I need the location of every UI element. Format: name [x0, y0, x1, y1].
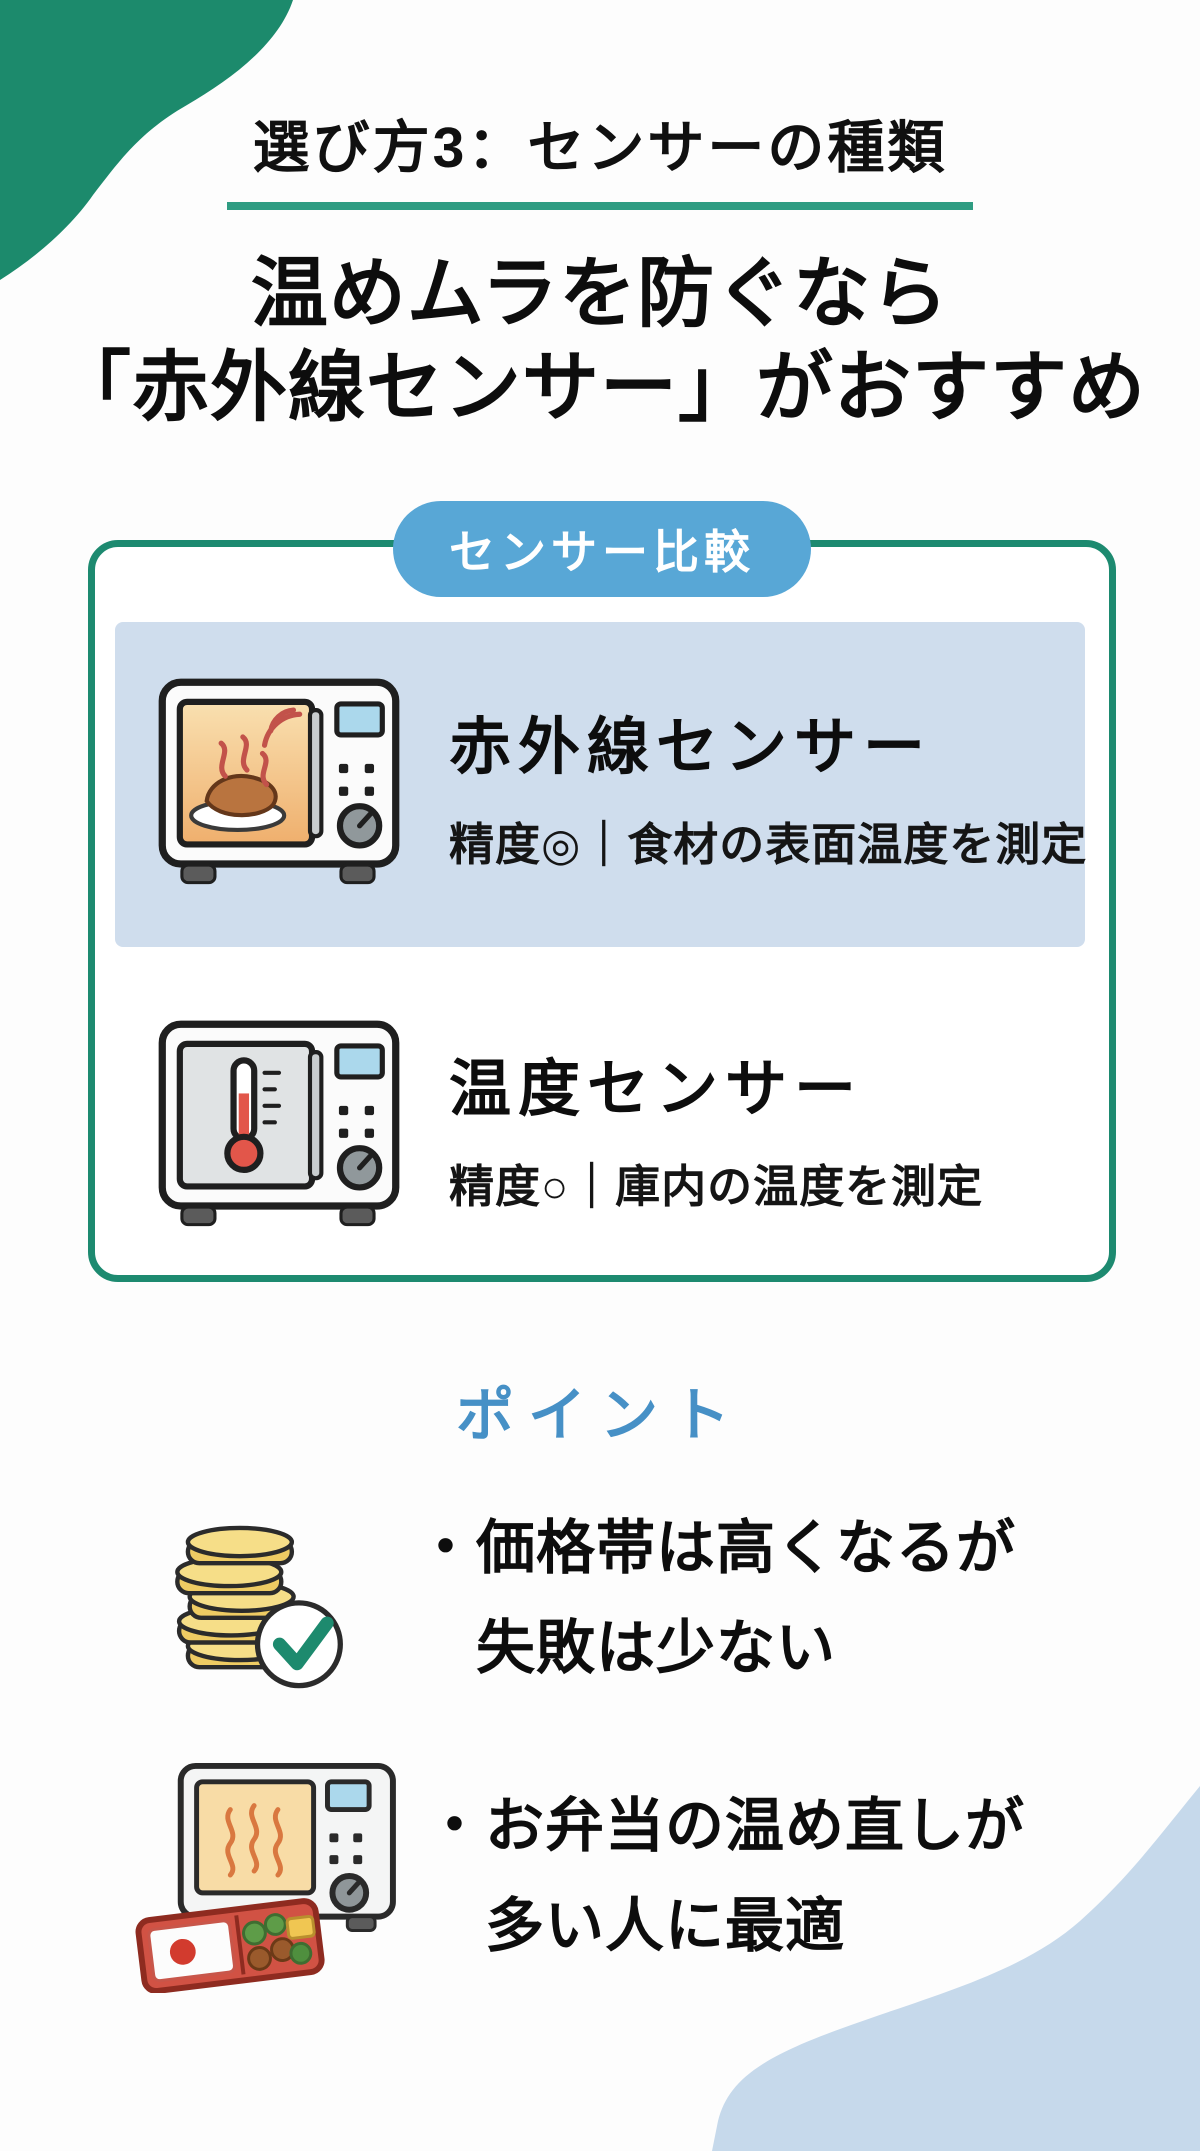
point-price-line2: 失敗は少ない — [476, 1614, 837, 1681]
infrared-row-text: 赤外線センサー 精度◎｜食材の表面温度を測定 — [449, 696, 1087, 873]
temperature-sensor-row: 温度センサー 精度○｜庫内の温度を測定 — [115, 995, 1085, 1257]
point-bento-line1: ・お弁当の温め直しが — [425, 1793, 1026, 1859]
sensor-comparison-box: センサー比較 — [88, 501, 1116, 1282]
thermometer-ticks — [262, 1070, 282, 1124]
infrared-subtitle: 精度◎｜食材の表面温度を測定 — [449, 819, 1088, 870]
bento-box — [135, 1897, 325, 1993]
point-price-line1: ・価格帯は高くなるが — [416, 1514, 1017, 1581]
temperature-subtitle: 精度○｜庫内の温度を測定 — [449, 1160, 984, 1212]
microwave-infrared-icon — [155, 675, 403, 894]
point-bento-text: ・お弁当の温め直しが 多い人に最適 — [425, 1776, 1025, 1976]
section-label: 選び方3：センサーの種類 — [226, 102, 974, 210]
microwave-thermometer-icon — [155, 1017, 403, 1236]
point-bento: ・お弁当の温め直しが 多い人に最適 — [133, 1742, 1123, 2010]
comparison-badge: センサー比較 — [393, 501, 811, 597]
coins-check-icon — [165, 1499, 350, 1697]
green-blob-decoration — [0, 0, 293, 280]
page-title: 温めムラを防ぐなら 「赤外線センサー」がおすすめ — [0, 248, 1200, 436]
heat-waves — [218, 707, 303, 788]
point-bento-line2: 多い人に最適 — [485, 1893, 846, 1959]
blue-blob-decoration — [712, 1786, 1200, 2151]
points-heading: ポイント — [455, 1383, 744, 1448]
infrared-title: 赤外線センサー — [449, 713, 933, 782]
point-price-text: ・価格帯は高くなるが 失敗は少ない — [416, 1498, 1016, 1698]
page-title-line2: 「赤外線センサー」がおすすめ — [54, 344, 1146, 431]
bento-microwave-icon — [133, 1760, 401, 1993]
steam-waves — [225, 1802, 283, 1877]
point-price: ・価格帯は高くなるが 失敗は少ない — [165, 1490, 1125, 1705]
infrared-sensor-row: 赤外線センサー 精度◎｜食材の表面温度を測定 — [115, 622, 1087, 947]
temperature-title: 温度センサー — [449, 1054, 864, 1124]
temperature-row-text: 温度センサー 精度○｜庫内の温度を測定 — [449, 1038, 983, 1215]
section-label-wrap: 選び方3：センサーの種類 — [0, 102, 1200, 210]
page-title-line1: 温めムラを防ぐなら — [250, 251, 950, 337]
